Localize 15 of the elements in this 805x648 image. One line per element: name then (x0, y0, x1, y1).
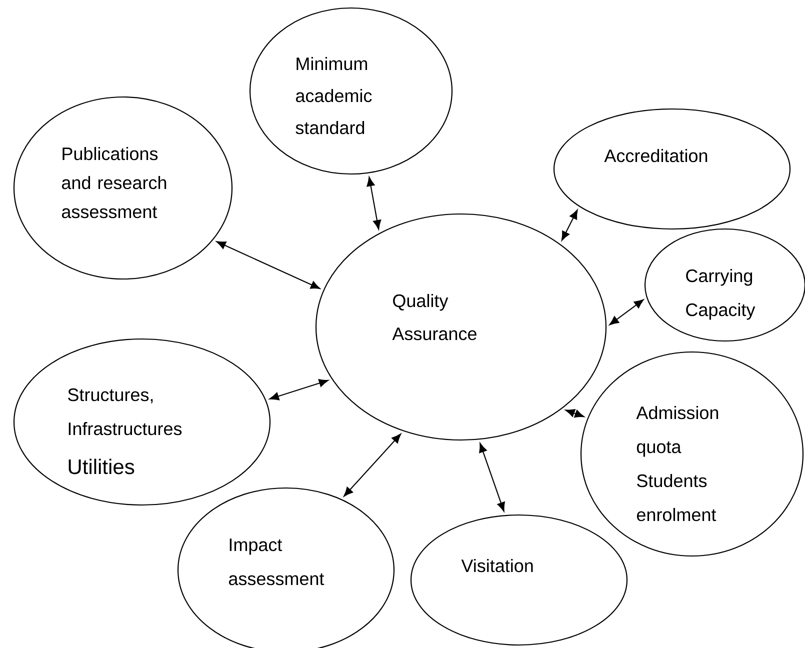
ellipse-node: Publications and research assessment (13, 96, 233, 280)
ellipse-node: Accreditation (553, 108, 791, 230)
arrow (565, 409, 584, 418)
ellipse-node: Structures, Infrastructures Utilities (13, 338, 271, 506)
arrow (366, 176, 382, 230)
arrow (479, 443, 505, 512)
arrow (561, 210, 578, 241)
ellipse-node: Visitation (410, 514, 628, 646)
arrow (216, 241, 320, 289)
arrow (609, 299, 644, 326)
arrow (269, 379, 328, 400)
ellipse-node: Quality Assurance (315, 213, 607, 441)
ellipse-node: Admission quota Students enrolment (580, 351, 804, 557)
arrow (344, 434, 402, 497)
ellipse-node: Minimum academic standard (249, 7, 453, 175)
